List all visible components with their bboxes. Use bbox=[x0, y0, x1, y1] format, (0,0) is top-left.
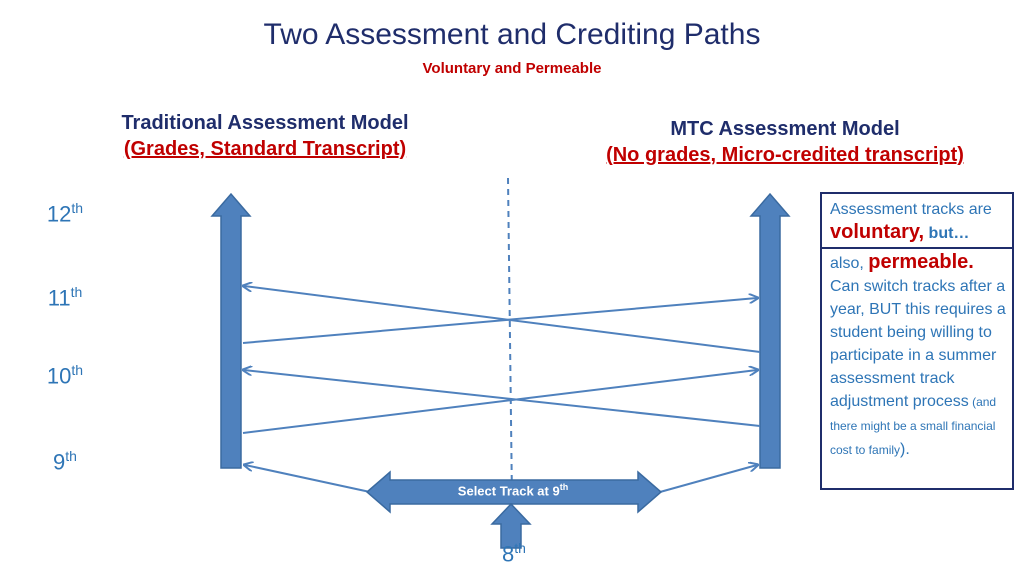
note-voluntary-section: Assessment tracks are voluntary, but… bbox=[822, 194, 1012, 249]
note-but: but… bbox=[924, 225, 970, 242]
note-small: (and there might be a small financial co… bbox=[830, 395, 997, 457]
switch-arrow-to-mtc-10 bbox=[242, 370, 757, 434]
page-subtitle: Voluntary and Permeable bbox=[422, 60, 602, 77]
grade-label-9: 9th bbox=[53, 448, 77, 475]
left-model-header: Traditional Assessment Model (Grades, St… bbox=[80, 110, 450, 162]
note-end: ). bbox=[900, 441, 910, 458]
switch-arrow-to-traditional-11 bbox=[244, 286, 761, 353]
grade-label-10: 10th bbox=[46, 362, 84, 389]
divider-line bbox=[507, 177, 513, 501]
note-also: also, bbox=[830, 255, 869, 272]
switch-arrow-to-mtc-11 bbox=[242, 298, 757, 344]
note-voluntary: voluntary, bbox=[830, 221, 925, 243]
right-model-name: MTC Assessment Model bbox=[670, 118, 900, 140]
note-body: Can switch tracks after a year, BUT this… bbox=[830, 278, 1006, 410]
left-model-desc: (Grades, Standard Transcript) bbox=[123, 138, 407, 160]
note-permeable-section: also, permeable. Can switch tracks after… bbox=[822, 249, 1012, 488]
note-line1: Assessment tracks are bbox=[830, 201, 992, 218]
select-track-double-arrow bbox=[365, 470, 663, 514]
traditional-track-arrow bbox=[210, 192, 252, 469]
note-box: Assessment tracks are voluntary, but… al… bbox=[820, 192, 1014, 490]
right-model-header: MTC Assessment Model (No grades, Micro-c… bbox=[570, 116, 1000, 168]
grade-label-12: 12th bbox=[46, 200, 84, 227]
grade-label-8: 8th bbox=[502, 540, 526, 567]
page-title: Two Assessment and Crediting Paths bbox=[263, 18, 761, 51]
grade-label-11: 11th bbox=[47, 284, 83, 311]
right-model-desc: (No grades, Micro-credited transcript) bbox=[606, 144, 964, 166]
note-permeable: permeable. bbox=[868, 251, 974, 273]
left-model-name: Traditional Assessment Model bbox=[121, 112, 409, 134]
select-track-label: Select Track at 9th bbox=[457, 482, 569, 499]
select-arrow-to-mtc bbox=[659, 465, 757, 493]
switch-arrow-to-traditional-10 bbox=[244, 370, 761, 427]
entry-arrow bbox=[490, 502, 532, 549]
select-arrow-to-traditional bbox=[245, 465, 371, 493]
mtc-track-arrow bbox=[749, 192, 791, 469]
